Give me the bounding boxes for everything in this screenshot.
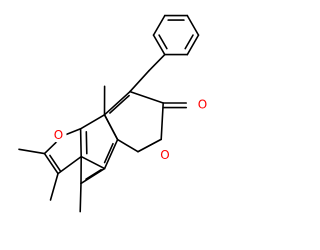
- bond: [43, 152, 59, 175]
- bond: [129, 90, 164, 104]
- bond: [79, 128, 82, 158]
- bond: [186, 14, 200, 36]
- bond: [109, 94, 130, 114]
- bond: [158, 34, 168, 50]
- bond: [103, 142, 114, 164]
- bond: [116, 138, 139, 153]
- bond: [148, 53, 166, 72]
- furan-oxygen-atom: O: [50, 126, 67, 143]
- bond: [85, 131, 88, 155]
- bond: [80, 167, 106, 185]
- atom-label-o: O: [160, 148, 169, 162]
- pyran-oxygen-atom: O: [157, 146, 173, 163]
- bond: [49, 154, 62, 173]
- bond: [18, 148, 46, 155]
- bond: [186, 34, 200, 56]
- bond: [152, 14, 166, 36]
- bond: [57, 155, 82, 175]
- bond: [184, 34, 194, 50]
- atom-label-o: O: [54, 128, 63, 142]
- carbonyl-oxygen-atom: O: [194, 96, 211, 112]
- bond: [152, 34, 166, 56]
- bond: [85, 168, 102, 180]
- bond: [103, 90, 131, 116]
- bond-layer: [18, 14, 200, 213]
- bond: [79, 182, 82, 213]
- bond: [49, 172, 59, 201]
- bond: [79, 114, 106, 130]
- bond: [160, 102, 164, 141]
- bond: [103, 138, 119, 170]
- molecule-drawing: O O O: [18, 14, 211, 213]
- bond: [103, 114, 119, 141]
- bond: [80, 155, 106, 170]
- molecule-structure: O O O: [18, 14, 211, 213]
- atom-label-o: O: [198, 97, 207, 111]
- atom-labels: O O O: [50, 96, 211, 163]
- bond: [137, 138, 162, 153]
- bond: [129, 69, 150, 93]
